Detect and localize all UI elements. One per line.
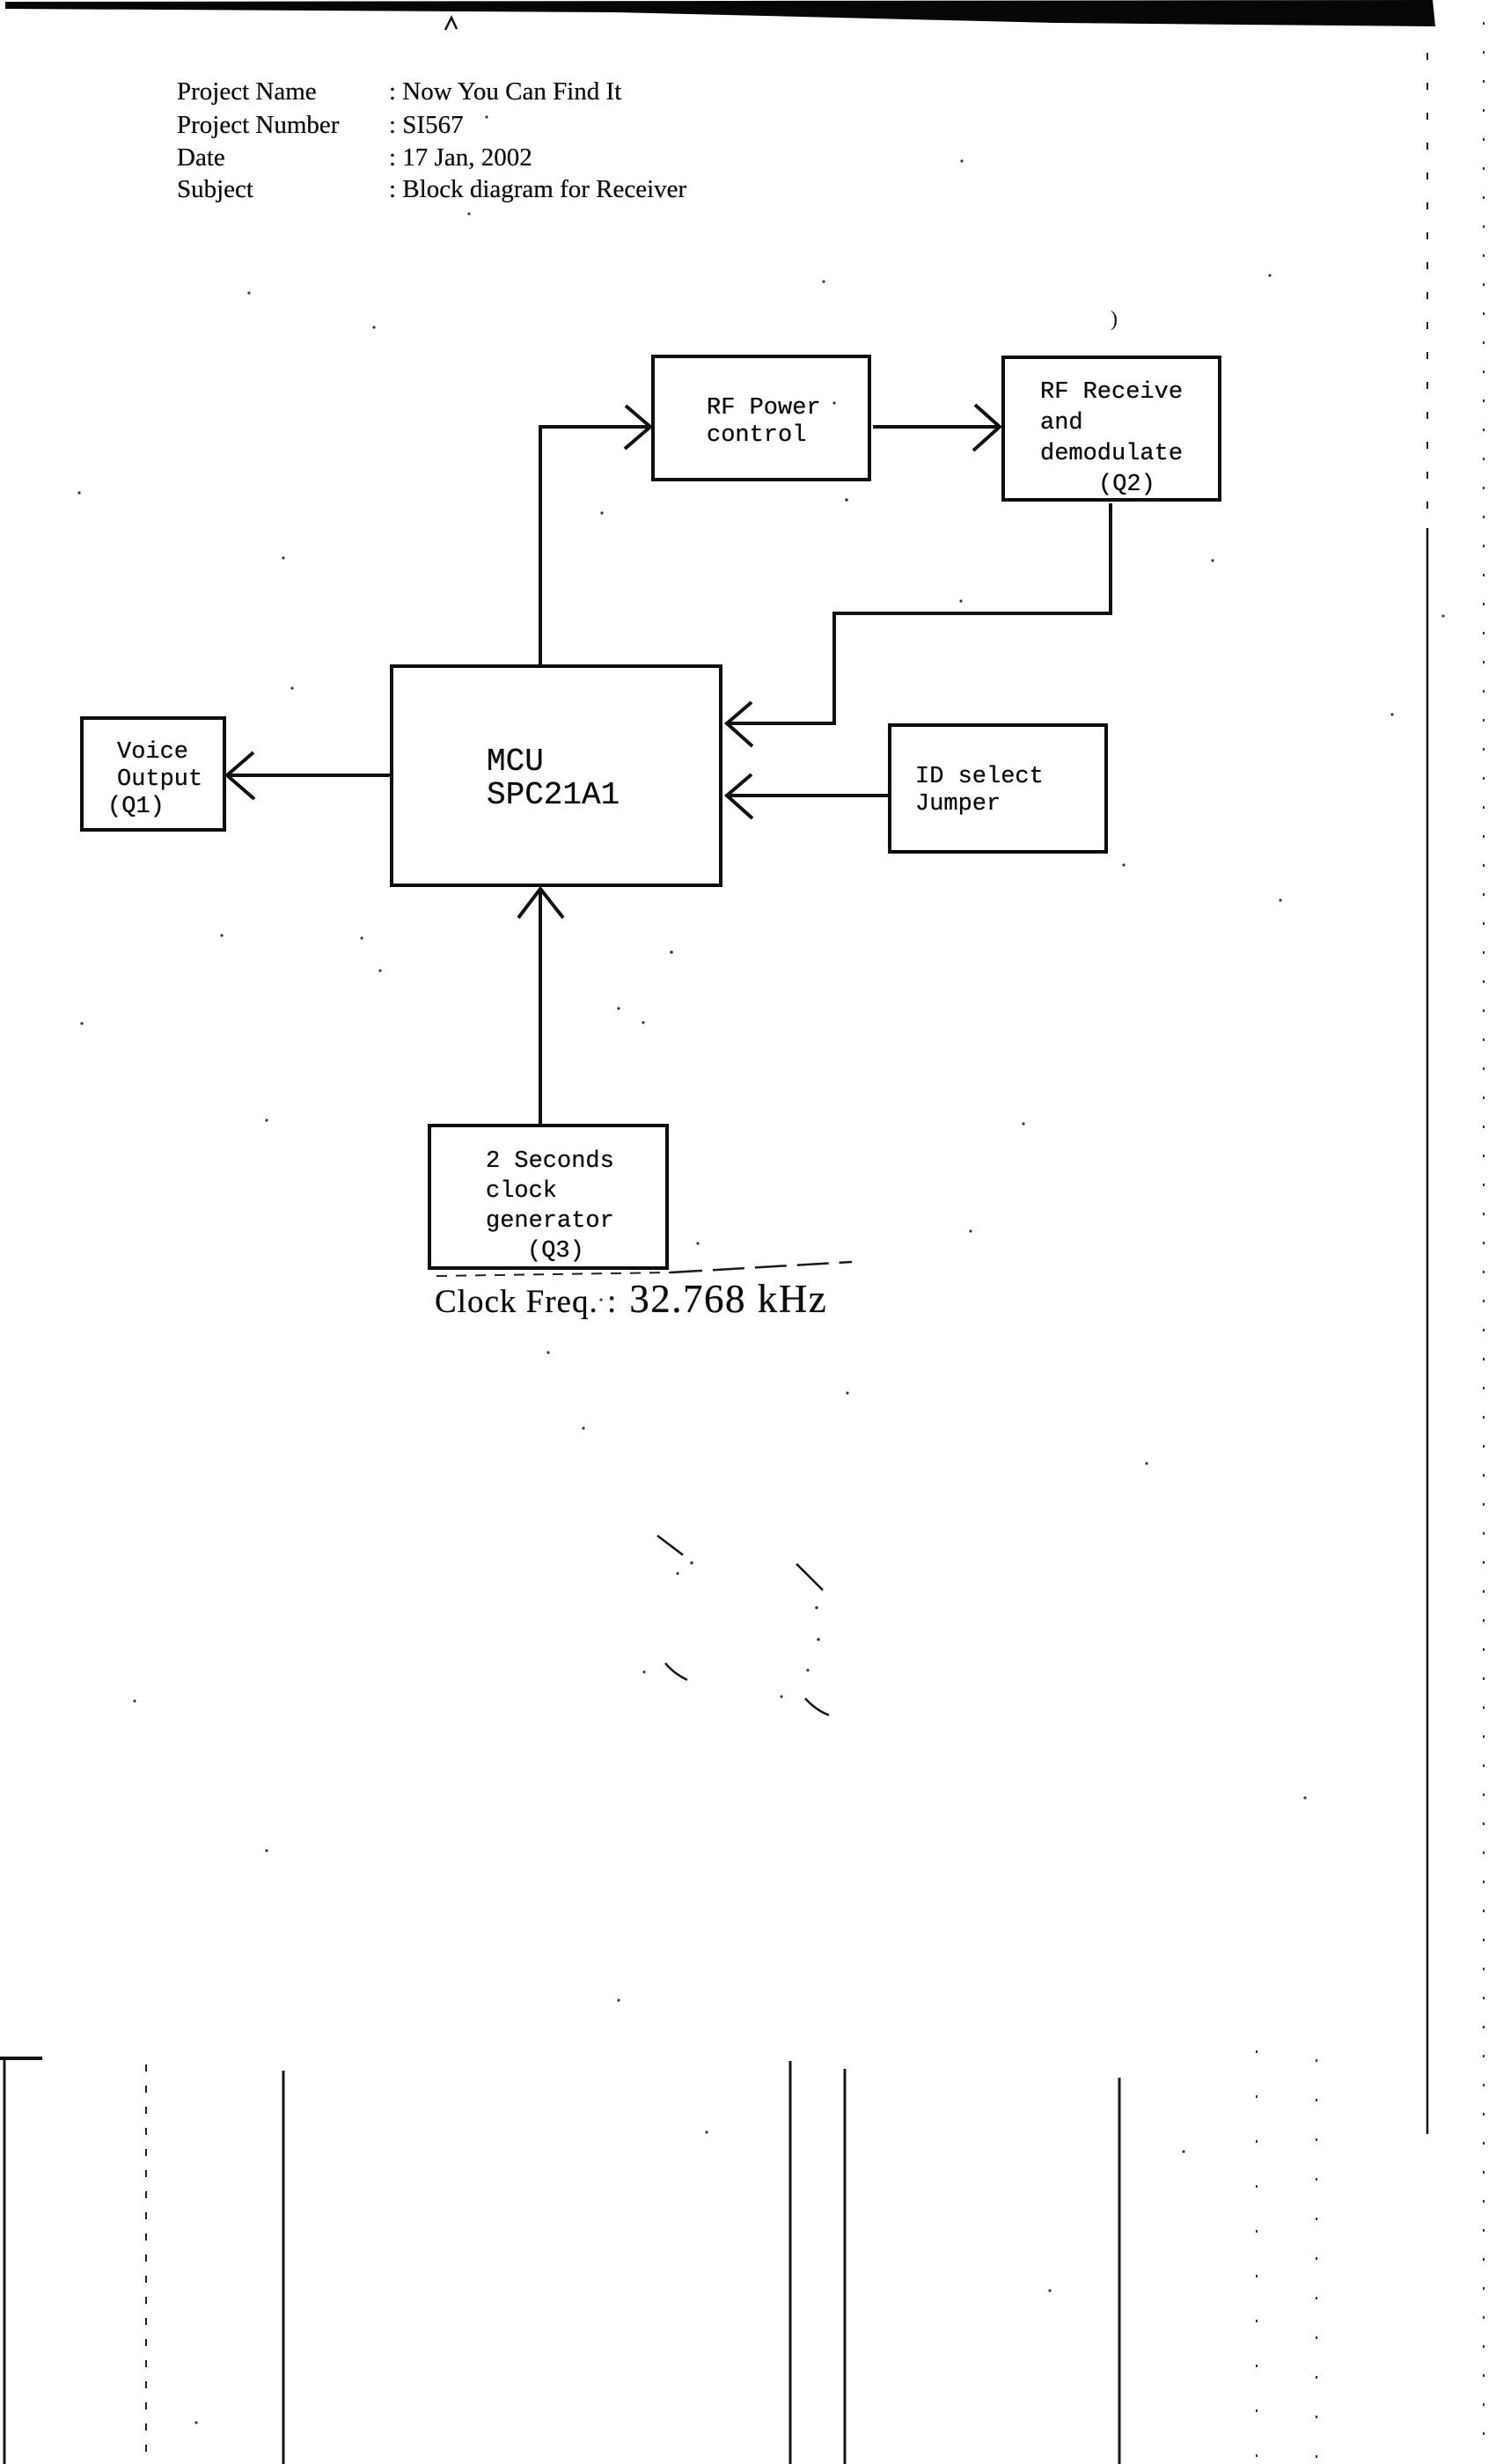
- arrowhead-into-mcu-upper-right: [723, 700, 754, 748]
- block-label-line: control: [707, 422, 807, 449]
- block-label-line: MCU: [487, 744, 544, 780]
- project-name-value: : Now You Can Find It: [389, 77, 622, 106]
- block-label-line: generator: [486, 1208, 614, 1235]
- clock-frequency-note: Clock Freq. : 32.768 kHz: [435, 1276, 827, 1322]
- arrowhead-into-mcu-lower-right: [723, 773, 754, 820]
- clock-frequency-value: 32.768 kHz: [629, 1277, 828, 1321]
- block-rf-receive-demodulate: RF Receive and demodulate (Q2): [1001, 356, 1221, 502]
- block-label-line: RF Receive: [1040, 379, 1184, 406]
- block-label-line: (Q2): [1098, 472, 1155, 498]
- scan-artifact-top-bar: [5, 0, 1435, 26]
- project-name-label: Project Name: [177, 77, 317, 106]
- arrowhead-into-voice-output: [224, 751, 256, 801]
- block-label-line: RF Power: [707, 395, 821, 422]
- block-label-line: Voice: [117, 739, 189, 766]
- block-rf-power-control: RF Power control: [651, 355, 871, 481]
- block-label-line: (Q3): [527, 1238, 584, 1265]
- block-mcu: MCU SPC21A1: [390, 664, 722, 887]
- block-voice-output: Voice Output (Q1): [80, 716, 226, 832]
- subject-label: Subject: [177, 175, 253, 203]
- block-label-line: SPC21A1: [487, 777, 620, 813]
- subject-value: : Block diagram for Receiver: [389, 175, 687, 203]
- scratch-marks: [656, 1535, 830, 1717]
- block-label-line: Jumper: [915, 791, 1001, 818]
- scan-artifact-caret-mark: [444, 15, 458, 31]
- arrowhead-into-rf-receive: [972, 403, 1002, 452]
- date-label: Date: [177, 143, 225, 172]
- block-label-line: clock: [486, 1178, 558, 1205]
- block-label-line: demodulate: [1040, 441, 1184, 467]
- block-label-line: 2 Seconds: [486, 1148, 614, 1175]
- block-label-line: ID select: [915, 764, 1044, 790]
- clock-frequency-label: Clock Freq. :: [435, 1284, 618, 1320]
- project-number-label: Project Number: [177, 111, 340, 139]
- date-value: : 17 Jan, 2002: [389, 143, 532, 172]
- block-label-line: Output: [117, 766, 203, 793]
- block-clock-generator: 2 Seconds clock generator (Q3): [428, 1124, 669, 1270]
- project-number-value: : SI567: [389, 111, 464, 139]
- block-label-line: and: [1040, 410, 1083, 436]
- block-id-select-jumper: ID select Jumper: [888, 723, 1108, 854]
- connector-mcu-to-rf-power: [539, 425, 648, 666]
- connector-rf-receive-to-mcu: [729, 503, 1112, 725]
- stray-paren-mark: ): [1111, 308, 1118, 331]
- block-label-line: (Q1): [107, 794, 165, 820]
- arrowhead-into-rf-power: [623, 404, 654, 451]
- scan-artifact-dashed-underline-right: [670, 1260, 853, 1274]
- arrowhead-into-mcu-bottom: [517, 885, 565, 920]
